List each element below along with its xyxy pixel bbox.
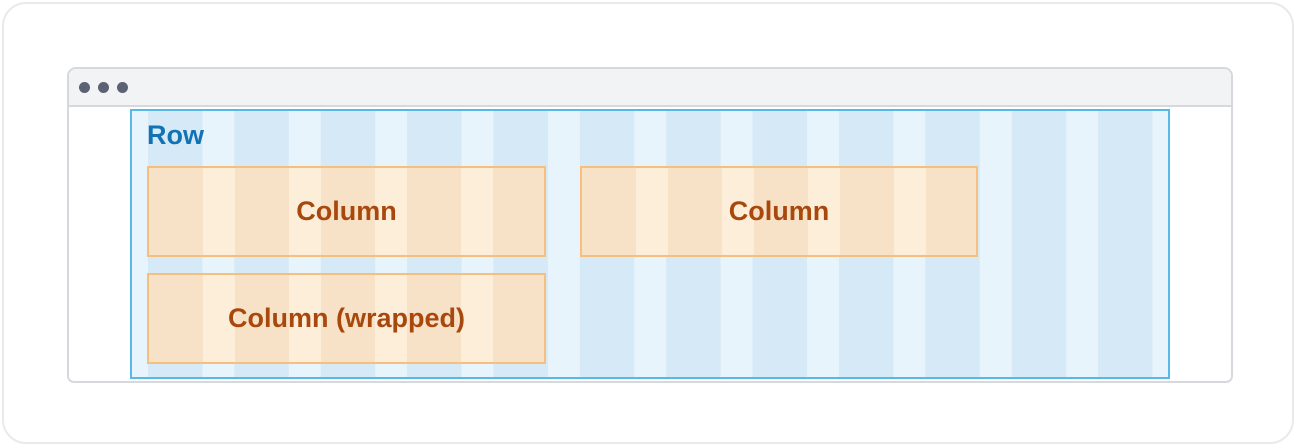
window-dot-icon (79, 81, 90, 93)
browser-titlebar (69, 69, 1231, 107)
row-container: Row Column Column Column (wrapped) (130, 109, 1170, 379)
column-box-wrapped: Column (wrapped) (147, 273, 546, 364)
column-label: Column (728, 196, 830, 226)
browser-viewport: Row Column Column Column (wrapped) (69, 107, 1231, 379)
browser-window-mockup: Row Column Column Column (wrapped) (67, 67, 1233, 383)
column-label: Column (wrapped) (228, 303, 465, 333)
row-label: Row (147, 120, 204, 150)
window-dot-icon (98, 81, 109, 93)
column-box: Column (147, 166, 546, 257)
window-dot-icon (117, 81, 128, 93)
window-controls (79, 81, 128, 93)
column-box: Column (580, 166, 978, 257)
column-label: Column (296, 196, 397, 226)
